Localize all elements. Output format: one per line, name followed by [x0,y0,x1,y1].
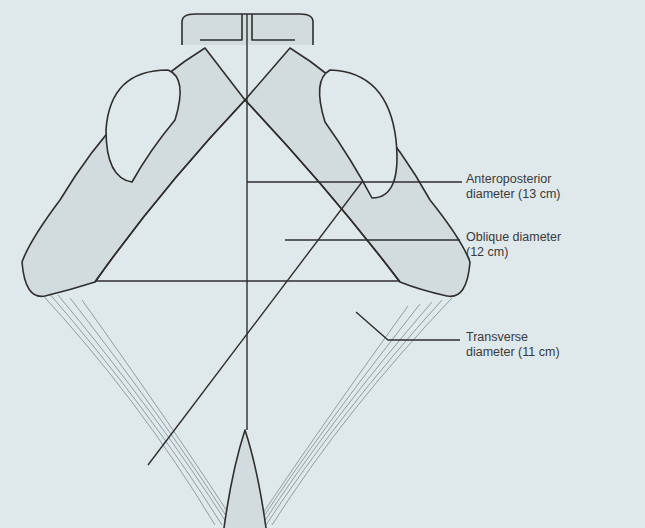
diameter-label: Anteroposterior diameter (13 cm) [466,172,578,202]
transverse-diameter-line [95,280,400,281]
coccyx [224,430,266,528]
obturator-foramen-left [106,70,180,182]
oblique-diameter-line [148,182,362,465]
anteroposterior-diameter-line [246,14,247,430]
pelvic-bone-right [245,48,470,296]
obturator-foramen-right [320,70,397,198]
pelvic-bone-left [22,48,245,296]
leader-line [356,312,460,340]
diameter-label: Oblique diameter (12 cm) [466,230,578,260]
leader-line [285,239,460,240]
leader-line [247,181,462,182]
diameter-label: Transverse diameter (11 cm) [466,330,578,360]
